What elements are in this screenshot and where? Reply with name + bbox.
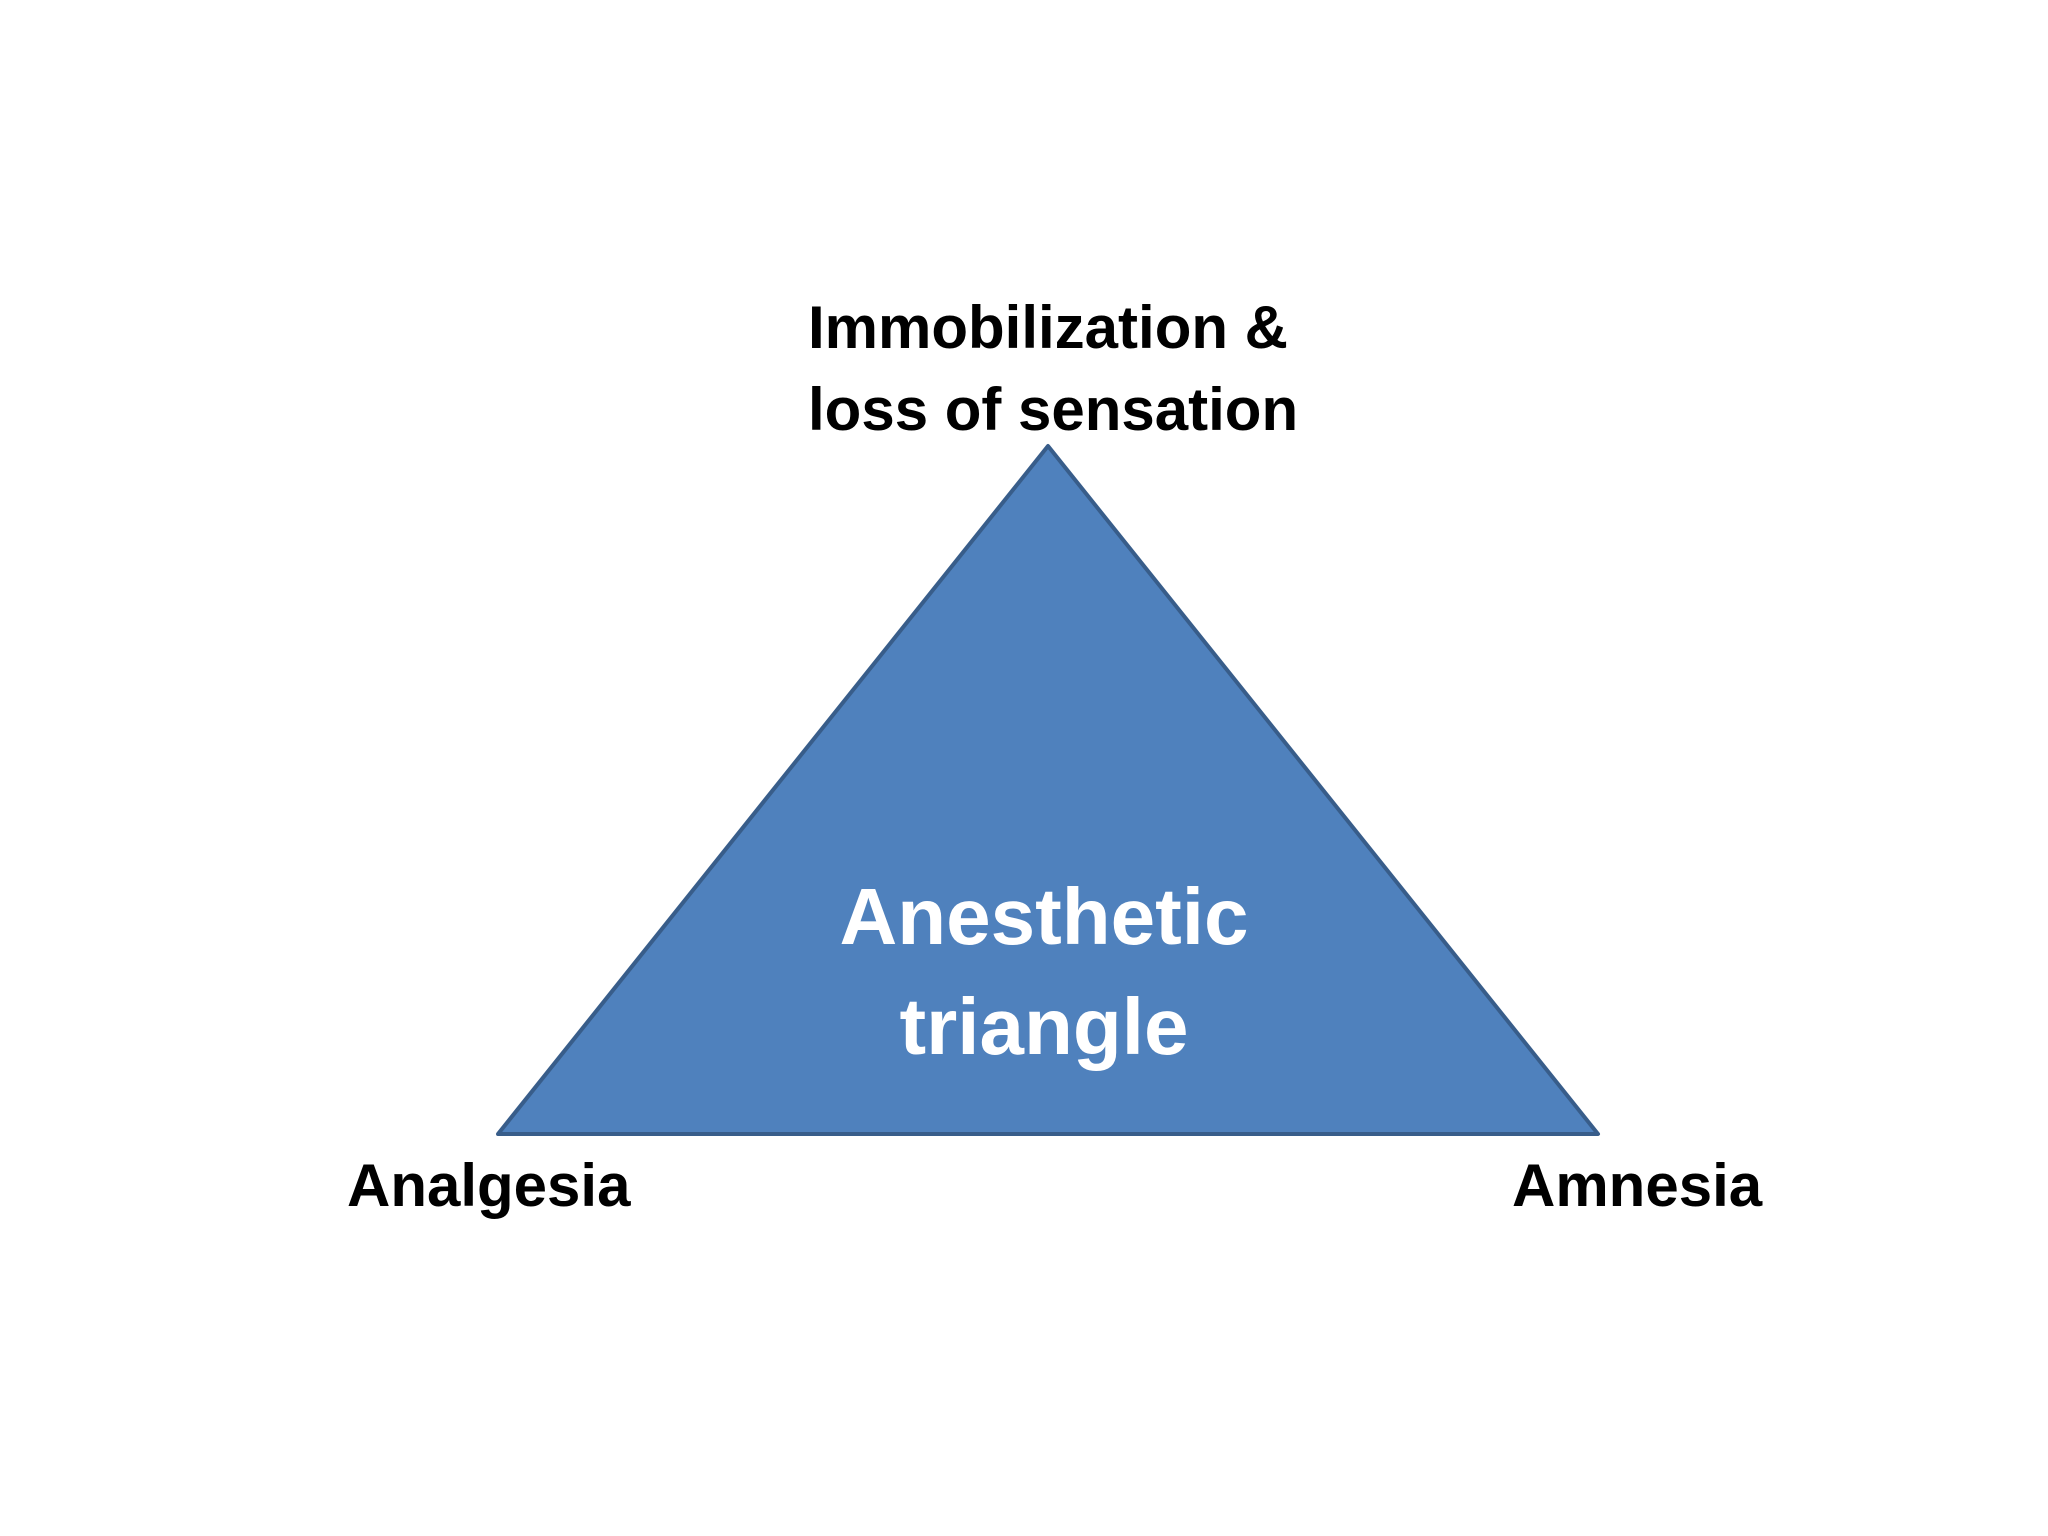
triangle-center-label: Anesthetic triangle <box>774 862 1314 1082</box>
triangle-center-label-line-1: Anesthetic <box>839 872 1249 961</box>
left-vertex-label: Analgesia <box>347 1152 631 1219</box>
right-vertex-label: Amnesia <box>1512 1152 1763 1219</box>
top-vertex-label-line-1: Immobilization & <box>808 294 1288 361</box>
top-vertex-label-line-2: loss of sensation <box>808 376 1299 443</box>
top-vertex-label: Immobilization & loss of sensation <box>808 287 1298 451</box>
triangle-center-label-line-2: triangle <box>899 982 1189 1071</box>
anesthetic-triangle-shape <box>496 444 1600 1136</box>
